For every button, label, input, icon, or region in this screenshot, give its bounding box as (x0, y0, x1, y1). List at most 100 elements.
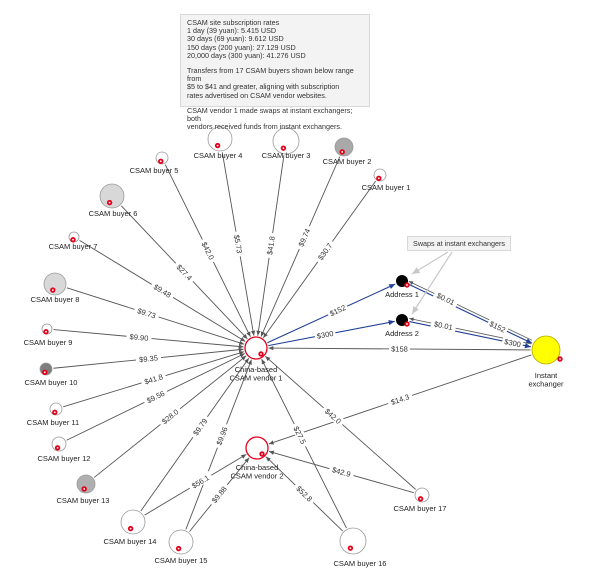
svg-text:$9.96: $9.96 (215, 426, 230, 447)
callout-arrow (411, 251, 449, 275)
svg-text:$158: $158 (391, 345, 408, 354)
buyer-alert-icon (347, 545, 354, 551)
svg-text:$0.01: $0.01 (433, 319, 453, 332)
rate-line: 150 days (200 yuan): 27.129 USD (187, 42, 296, 52)
transfers-line: $5 to $41 and greater, aligning with sub… (187, 82, 340, 92)
transfers-line: Transfers from 17 CSAM buyers shown belo… (187, 66, 354, 84)
buyer-alert-icon (52, 409, 58, 415)
buyer-label: CSAM buyer 14 (104, 537, 157, 546)
edge-amount-label: $41.8 (264, 232, 277, 259)
buyer-label: CSAM buyer 12 (38, 454, 91, 463)
svg-text:$9.56: $9.56 (145, 389, 166, 405)
rate-line: 30 days (69 yuan): 9.612 USD (187, 34, 284, 44)
address-alert-icon (404, 282, 410, 288)
swaps-line: CSAM vendor 1 made swaps at instant exch… (187, 105, 353, 124)
buyer-label: CSAM buyer 2 (323, 157, 372, 166)
buyer-node (76, 474, 96, 494)
edge-amount-label: $300 (501, 335, 524, 349)
edge-amount-label: $9.56 (142, 386, 169, 406)
buyer-alert-icon (127, 525, 134, 532)
transfer-edge (408, 283, 533, 344)
edge-amount-label: $9.96 (212, 422, 231, 450)
edge-amount-label: $9.90 (126, 331, 152, 343)
labels-layer: $30.7$9.74$41.8$5.73$42.0$27.4$9.48$9.73… (24, 151, 564, 568)
buyer-alert-icon (214, 142, 221, 149)
svg-text:$300: $300 (503, 337, 521, 349)
svg-text:$42.0: $42.0 (200, 240, 216, 261)
buyer-node (272, 127, 300, 155)
svg-text:$56.1: $56.1 (190, 473, 211, 490)
buyer-label: CSAM buyer 1 (362, 183, 411, 192)
buyer-alert-icon (376, 175, 382, 181)
buyer-label: CSAM buyer 8 (31, 295, 80, 304)
buyer-alert-icon (339, 149, 345, 155)
swaps-callout: Swaps at instant exchangers (407, 236, 511, 251)
svg-text:$9.90: $9.90 (129, 332, 149, 343)
buyer-label: CSAM buyer 10 (25, 378, 78, 387)
edge-amount-label: $42.9 (328, 463, 355, 480)
edge-amount-label: $9.48 (149, 280, 176, 301)
callout-arrows (411, 251, 453, 315)
exchanger-label: exchanger (528, 380, 564, 389)
vendor-label: CSAM vendor 2 (231, 472, 284, 481)
edge-amount-label: $14.3 (386, 390, 414, 408)
vendor1-node (244, 336, 268, 360)
vendor2-node (245, 436, 269, 460)
exchanger-label: Instant (535, 371, 558, 380)
rate-line: 1 day (39 yuan): 5.415 USD (187, 26, 277, 36)
edge-amount-label: $56.1 (187, 471, 214, 492)
buyer-alert-icon (70, 237, 76, 243)
edge-amount-label: $158 (389, 343, 410, 354)
buyer-alert-icon (54, 445, 61, 451)
svg-text:$42.9: $42.9 (331, 465, 352, 479)
svg-text:$9.74: $9.74 (297, 227, 313, 248)
edge-amount-label: $27.5 (290, 421, 310, 449)
edge-amount-label: $42.0 (198, 237, 218, 264)
vendor-label: CSAM vendor 1 (230, 374, 283, 383)
edge-amount-label: $41.8 (140, 370, 167, 387)
svg-text:$9.48: $9.48 (152, 282, 173, 299)
buyer-label: CSAM buyer 13 (57, 496, 110, 505)
edge-amount-label: $9.79 (188, 413, 211, 440)
subscription-rates-box: CSAM site subscription rates 1 day (39 y… (180, 14, 370, 131)
vendor-label: China-based (235, 365, 278, 374)
buyer-node (120, 509, 146, 535)
edge-amount-label: $9.35 (135, 352, 162, 364)
vendor-label: China-based (236, 463, 279, 472)
rate-line: 20,000 days (300 yuan): 41.276 USD (187, 50, 306, 60)
nodes-layer (39, 126, 563, 555)
svg-text:$152: $152 (328, 303, 347, 318)
buyer-node (334, 137, 354, 157)
address-label: Address 2 (385, 329, 419, 338)
buyer-alert-icon (175, 545, 182, 552)
transfers-line: rates advertised on CSAM vendor websites… (187, 90, 327, 100)
buyer-label: CSAM buyer 17 (394, 504, 447, 513)
buyer-label: CSAM buyer 7 (49, 242, 98, 251)
buyer-alert-icon (81, 486, 87, 492)
buyer-label: CSAM buyer 15 (155, 556, 208, 565)
swaps-line: vendors received funds from instant exch… (187, 122, 343, 132)
svg-text:$9.73: $9.73 (136, 306, 157, 320)
buyer-node (339, 527, 367, 555)
edge-amount-label: $0.01 (432, 289, 460, 309)
exchanger-node (531, 335, 561, 365)
edge-amount-label: $9.88 (207, 481, 231, 507)
buyer-alert-icon (158, 158, 164, 164)
buyer-node (207, 126, 233, 152)
vendor-alert-icon (259, 451, 265, 457)
buyer-alert-icon (43, 329, 49, 335)
edge-amount-label: $28.0 (157, 404, 183, 428)
edge-amount-label: $300 (313, 327, 337, 341)
edge-amount-label: $0.01 (430, 318, 457, 333)
buyer-node (99, 183, 125, 209)
edge-amount-label: $9.74 (294, 224, 313, 251)
svg-text:$0.01: $0.01 (435, 291, 456, 307)
svg-text:$41.8: $41.8 (143, 372, 164, 386)
edge-amount-label: $30.7 (313, 238, 336, 265)
rates-title: CSAM site subscription rates (187, 18, 280, 27)
edge-amount-label: $52.8 (292, 481, 317, 506)
address-alert-icon (404, 321, 410, 327)
buyer-label: CSAM buyer 16 (334, 559, 387, 568)
edge-amount-label: $152 (486, 317, 510, 335)
